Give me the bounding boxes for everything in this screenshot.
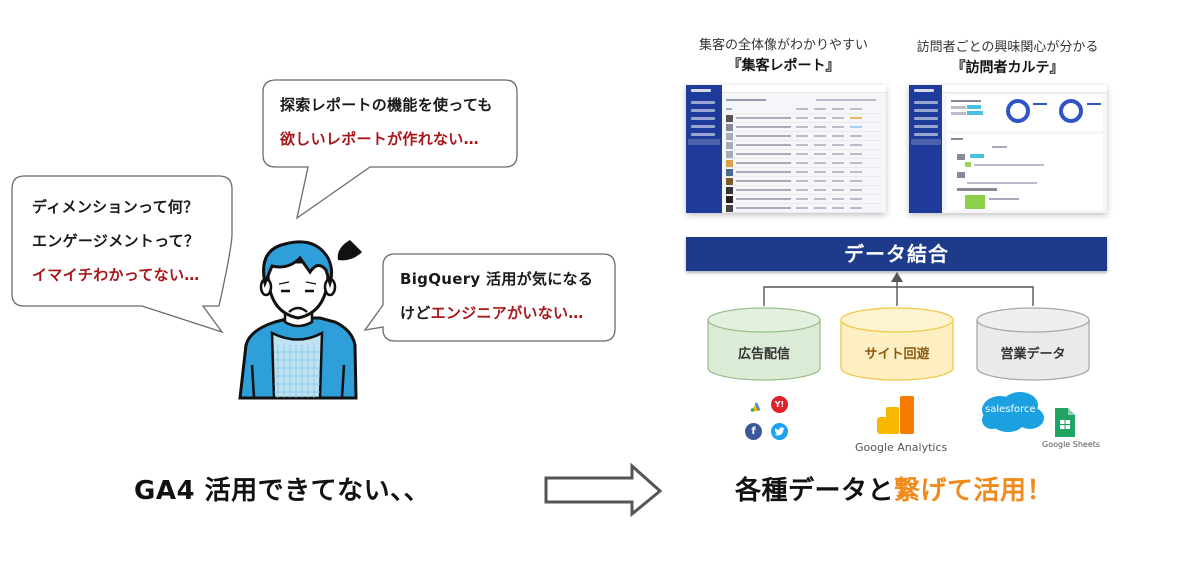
source-label-ad-delivery: 広告配信 xyxy=(737,347,790,362)
bubble-right-highlight: エンジニアがいない… xyxy=(430,304,584,322)
google-analytics-logo xyxy=(877,396,914,434)
bubble-right-text: BigQuery 活用が気になる けどエンジニアがいない… xyxy=(400,262,593,330)
bubble-right-line-1: BigQuery 活用が気になる xyxy=(400,270,594,288)
speech-bubble-right xyxy=(363,253,616,342)
bubble-top-text: 探索レポートの機能を使っても 欲しいレポートが作れない… xyxy=(280,88,493,156)
google-sheets-logo xyxy=(1055,408,1075,437)
salesforce-label: salesforce xyxy=(985,404,1036,415)
bubble-right-line-2: けどエンジニアがいない… xyxy=(400,296,593,330)
cylinder-sales-data xyxy=(976,307,1090,381)
yahoo-icon: Y! xyxy=(771,396,788,413)
bubble-left-line-1: ディメンションって何？ xyxy=(32,198,199,216)
solution-caption: 各種データと繋げて活用！ xyxy=(735,470,1053,507)
caption-visitor-chart: 訪問者ごとの興味関心が分かる 『訪問者カルテ』 xyxy=(900,38,1115,78)
bubble-top-line-1: 探索レポートの機能を使っても xyxy=(280,96,493,114)
bubble-right-prefix: けど xyxy=(400,304,431,322)
google-analytics-label: Google Analytics xyxy=(855,441,948,454)
caption-acquisition-subtitle: 集客の全体像がわかりやすい xyxy=(698,38,868,53)
salesforce-logo xyxy=(982,392,1044,432)
bubble-left-text: ディメンションって何？ エンゲージメントって？ イマイチわかってない… xyxy=(32,190,200,292)
screenshot-sidebar xyxy=(686,85,722,213)
cylinder-ad-delivery xyxy=(707,307,821,381)
bubble-top-line-2: 欲しいレポートが作れない… xyxy=(280,130,479,148)
caption-acquisition-report: 集客の全体像がわかりやすい 『集客レポート』 xyxy=(676,36,891,76)
facebook-icon: f xyxy=(745,423,762,440)
google-ads-logo xyxy=(750,402,761,412)
connector-lines xyxy=(763,279,1034,306)
speech-bubble-top xyxy=(262,79,518,220)
screenshot-sidebar xyxy=(909,85,942,213)
problem-caption: GA4 活用できてない、、 xyxy=(134,476,431,506)
caption-visitor-subtitle: 訪問者ごとの興味関心が分かる xyxy=(916,40,1099,55)
solution-caption-prefix: 各種データと xyxy=(735,476,895,506)
caption-visitor-title: 『訪問者カルテ』 xyxy=(951,60,1064,76)
acquisition-report-screenshot xyxy=(686,85,886,213)
cylinder-site-visits xyxy=(840,307,954,381)
arrow-up-icon xyxy=(891,272,903,282)
bubble-left-line-3: イマイチわかってない… xyxy=(32,266,200,284)
caption-acquisition-title: 『集客レポート』 xyxy=(727,58,840,74)
twitter-icon xyxy=(771,423,788,440)
bubble-left-line-2: エンゲージメントって？ xyxy=(32,232,200,250)
source-label-site-visits: サイト回遊 xyxy=(864,347,930,362)
right-arrow-icon xyxy=(544,462,663,518)
speech-bubble-left xyxy=(11,175,233,334)
visitor-chart-screenshot xyxy=(909,85,1107,213)
source-label-sales-data: 営業データ xyxy=(1000,347,1066,362)
solution-caption-highlight: 繋げて活用！ xyxy=(894,476,1054,506)
data-integration-banner: データ結合 xyxy=(686,237,1107,271)
google-sheets-label: Google Sheets xyxy=(1042,440,1101,449)
confused-man-illustration xyxy=(238,240,362,400)
